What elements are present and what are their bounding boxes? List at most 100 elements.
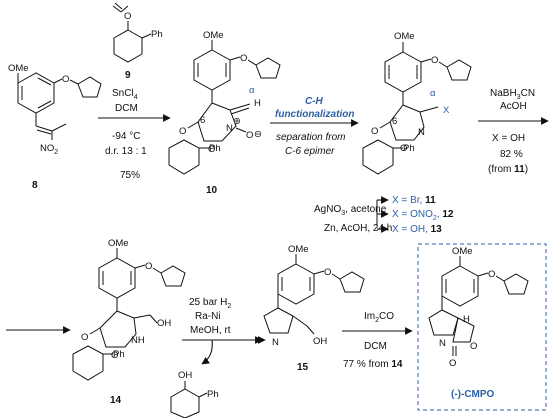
x-br-label: X = Br, 11 xyxy=(392,195,436,206)
pyrrolidine-n: N xyxy=(272,337,279,348)
alpha-h: H xyxy=(254,98,261,109)
oxime-n: N xyxy=(418,127,425,138)
hydroxyl-oh: OH xyxy=(313,336,327,347)
ether-o-label: O xyxy=(145,261,152,272)
compound-15-structure: OMe O N OH xyxy=(263,244,365,348)
aryl-ring xyxy=(384,51,422,93)
cmpo-structure: OMe O H O N O xyxy=(428,246,529,369)
cyclohexyl-ring xyxy=(168,139,200,175)
cyclohexanol-ring xyxy=(170,388,200,418)
byproduct-arrow xyxy=(201,339,213,365)
compound-11-13-structure: OMe O α X 6 N O O Ph xyxy=(362,31,472,175)
step3-from: (from 11) xyxy=(488,164,528,175)
compound-15-label: 15 xyxy=(297,362,309,373)
aryl-ring xyxy=(277,263,315,305)
compound-14-structure: OMe O OH NH O O Ph xyxy=(72,238,186,381)
ome-label: OMe xyxy=(394,31,415,42)
recovered-auxiliary: OH Ph xyxy=(170,370,219,418)
ether-o-label: O xyxy=(431,55,438,66)
compound-10-label: 10 xyxy=(206,185,218,196)
compound-10-structure: OMe O α H 6 N ⊕ O ⊖ O O Ph xyxy=(168,30,281,175)
ch-title-2: functionalization xyxy=(275,109,354,120)
ch-note-2: C-6 epimer xyxy=(285,146,335,157)
ome-label: OMe xyxy=(108,238,129,249)
acetal-o: O xyxy=(179,126,186,137)
reagent-9-label: 9 xyxy=(125,70,131,81)
benzene-ring xyxy=(17,72,55,114)
cyclohexyl-ring xyxy=(113,29,143,63)
minus-charge: ⊖ xyxy=(254,129,262,140)
cyclopentyl-ring xyxy=(255,57,281,79)
auxiliary-oh: OH xyxy=(178,370,192,381)
phenyl-label: Ph xyxy=(209,143,221,154)
aryl-ring xyxy=(98,257,136,299)
c6-label: 6 xyxy=(200,115,205,126)
hydroxyl-oh: OH xyxy=(157,318,171,329)
cyclopentyl-ring xyxy=(160,265,186,287)
ring-o: O xyxy=(400,143,407,154)
ether-o-label: O xyxy=(488,269,495,280)
nitronate-n: N xyxy=(226,123,233,134)
zn-conditions: Zn, AcOH, 24 h xyxy=(324,223,392,234)
x-oh-label: X = OH, 13 xyxy=(392,224,442,235)
ch-note-1: separation from xyxy=(276,132,345,143)
cyclopentyl-ring xyxy=(503,273,529,295)
step5-reagent: Im2CO xyxy=(364,311,394,324)
phenyl-label: Ph xyxy=(151,29,163,40)
phenyl-label: Ph xyxy=(207,389,219,400)
x-substituent: X xyxy=(443,105,450,116)
aryl-ring xyxy=(193,49,231,91)
compound-9-structure: O Ph xyxy=(112,2,163,63)
step1-dr: d.r. 13 : 1 xyxy=(105,146,147,157)
step3-yield: 82 % xyxy=(500,149,523,160)
agno3-conditions: AgNO3, acetone xyxy=(314,204,387,217)
step4-solvent: MeOH, rt xyxy=(190,325,231,336)
step1-temperature: -94 °C xyxy=(112,131,140,142)
step3-reagent: NaBH3CN xyxy=(490,88,535,101)
ether-o-label: O xyxy=(324,267,331,278)
carbonyl-o: O xyxy=(449,358,456,369)
cyclopentyl-ring xyxy=(339,271,365,293)
plus-charge: ⊕ xyxy=(233,116,241,127)
ring-o: O xyxy=(111,350,118,361)
phenyl-label: Ph xyxy=(403,143,415,154)
step5-solvent: DCM xyxy=(364,341,387,352)
step5-yield: 77 % from 14 xyxy=(343,359,403,370)
ring-o: O xyxy=(208,144,215,155)
amine-nh: NH xyxy=(131,335,145,346)
acetal-o: O xyxy=(81,332,88,343)
cyclohexyl-ring xyxy=(72,345,104,381)
step1-solvent: DCM xyxy=(115,103,138,114)
ome-label: OMe xyxy=(8,63,29,74)
step3-acid: AcOH xyxy=(500,101,527,112)
compound-14-label: 14 xyxy=(110,395,122,406)
nitronate-o: O xyxy=(246,130,253,141)
ome-label: OMe xyxy=(452,246,473,257)
cyclopentyl-ring xyxy=(77,76,102,98)
oxazolidinone-ring xyxy=(452,317,475,343)
cyclopentyl-ring xyxy=(446,59,472,81)
pyrrolidine-ring xyxy=(428,309,459,336)
aryl-ring xyxy=(441,265,479,307)
alpha-marker: α xyxy=(249,85,255,96)
oxazolidinone-o: O xyxy=(470,341,477,352)
step4-catalyst: Ra-Ni xyxy=(195,311,221,322)
pyrrolidine-ring xyxy=(263,307,294,334)
step3-x-oh: X = OH xyxy=(492,133,525,144)
phenyl-label: Ph xyxy=(113,349,125,360)
compound-8-structure: OMe O NO2 xyxy=(8,63,102,156)
ether-o-label: O xyxy=(240,53,247,64)
ether-o-label: O xyxy=(62,74,69,85)
ch-title-1: C-H xyxy=(305,96,324,107)
step1-yield: 75% xyxy=(120,170,140,181)
alpha-marker: α xyxy=(430,88,436,99)
nitro-label: NO2 xyxy=(40,143,58,156)
vinyl-ether-o: O xyxy=(124,11,131,22)
cyclohexyl-ring xyxy=(362,139,394,175)
ome-label: OMe xyxy=(288,244,309,255)
cmpo-n: N xyxy=(439,338,446,349)
bridgehead-h: H xyxy=(463,314,470,325)
step4-h2: 25 bar H2 xyxy=(189,297,231,310)
